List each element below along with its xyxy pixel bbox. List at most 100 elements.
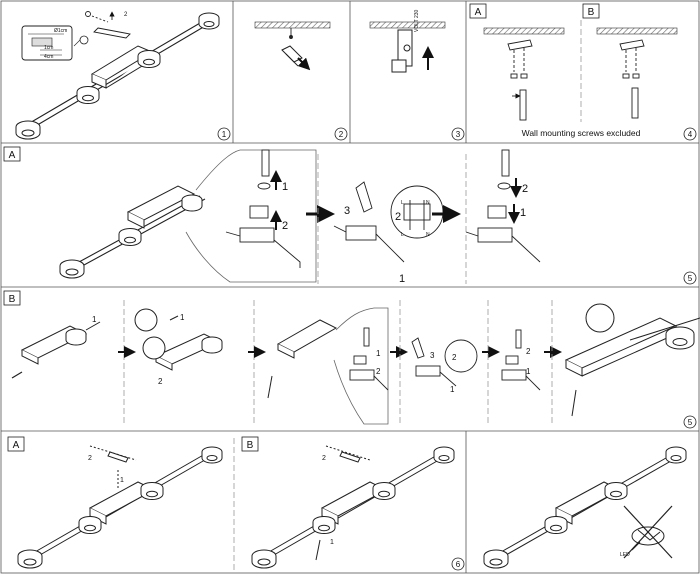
step-num: 2	[322, 455, 326, 462]
step-num: 1	[282, 181, 288, 193]
spot-light-1	[15, 120, 41, 140]
step-number-badge: 3	[451, 127, 465, 141]
terminal-label: N	[426, 200, 430, 206]
step-num: 1	[376, 349, 381, 358]
luminaire-b	[251, 445, 455, 569]
step-num: 2	[522, 183, 528, 195]
canopy-box	[126, 185, 196, 229]
variant-a-label: A	[13, 440, 20, 451]
spot-light-3	[181, 194, 203, 212]
panel-5b: B 1 1 2	[3, 290, 700, 429]
panel-2: 2	[254, 21, 348, 141]
step-num: 2	[376, 367, 381, 376]
step-number-badge: 6	[451, 557, 465, 571]
final-assembly	[564, 303, 700, 417]
led-label: LED	[620, 552, 630, 558]
step-number-badge: 5	[683, 415, 697, 429]
step-num: 1	[180, 313, 185, 322]
step-number-badge: 2	[334, 127, 348, 141]
step-num: 2	[88, 455, 92, 462]
inset-detail: Ø1cm 1cm 4cm	[21, 25, 89, 61]
canopy-box	[267, 319, 338, 399]
step-number: 4	[688, 130, 693, 139]
spot-light-3	[137, 50, 161, 68]
connection-step-2	[333, 181, 444, 263]
spot-light-2	[76, 86, 100, 104]
connection-mini	[349, 327, 389, 391]
connection-step-1	[225, 149, 301, 268]
canopy-box	[20, 321, 101, 365]
inset-dimension-b: 4cm	[44, 54, 53, 60]
led-no-replace-icon	[623, 505, 673, 559]
step-num: 1	[520, 207, 526, 219]
step-num: 3	[344, 205, 350, 217]
step-number-badge: 1	[217, 127, 231, 141]
luminaire-final	[483, 446, 687, 569]
step-num: 2	[526, 347, 531, 356]
step-number: 5	[688, 418, 693, 427]
step-num: 1	[399, 273, 405, 285]
ceiling-hatch	[369, 21, 446, 29]
variant-label: A	[9, 150, 16, 161]
step-number-badge: 4	[683, 127, 697, 141]
variant-a-box	[469, 3, 487, 19]
spot-light-2	[118, 228, 142, 246]
variant-box	[3, 290, 21, 306]
drill-bit	[289, 28, 293, 39]
mount-assembly-b	[619, 39, 645, 119]
step-number: 3	[456, 130, 461, 139]
step-num: 1	[450, 385, 455, 394]
step-num: 1	[526, 367, 531, 376]
variant-a-label: A	[475, 7, 482, 18]
caption-text: Wall mounting screws excluded	[522, 128, 641, 138]
step-number: 2	[339, 130, 344, 139]
callout-outline	[185, 149, 317, 283]
luminaire-a	[17, 445, 223, 569]
inset-dimension-a: 1cm	[44, 45, 53, 51]
terminal-label: L	[401, 232, 404, 238]
step-number: 6	[456, 560, 461, 569]
step-number-badge: 5	[683, 271, 697, 285]
variant-b-box	[241, 436, 259, 452]
step-num: 2	[452, 353, 457, 362]
terminal-label: L	[401, 200, 404, 206]
spot-light-1	[59, 259, 85, 279]
variant-box	[3, 146, 21, 162]
mounting-bracket	[85, 11, 131, 39]
variant-b-label: B	[247, 440, 254, 451]
step-num: 1	[120, 477, 124, 484]
inset-dimension-top: Ø1cm	[54, 28, 67, 34]
variant-b-box	[582, 3, 600, 19]
step-num: 1	[92, 315, 97, 324]
screw	[11, 371, 23, 379]
step-arrow-number: 2	[124, 12, 128, 18]
panel-4: A B Wall mounting screws excluded	[469, 3, 697, 141]
panel-6: A B 2 1	[7, 436, 687, 571]
variant-b-label: B	[588, 7, 595, 18]
variant-a-box	[7, 436, 25, 452]
voltage-tester	[391, 29, 413, 73]
panel-1: 2 Ø1cm 1cm 4cm 1	[15, 11, 231, 141]
ceiling-hatch	[254, 21, 331, 29]
panel-3: VOLT 230 3	[369, 9, 465, 141]
step-number: 1	[222, 130, 227, 139]
step-num: 2	[395, 211, 401, 223]
mount-assembly-a	[507, 39, 533, 121]
step-num: 2	[282, 220, 288, 232]
step-number: 5	[688, 274, 693, 283]
spot-light-4	[198, 12, 220, 30]
callout-outline	[333, 307, 389, 425]
connection-mini-3	[501, 329, 541, 391]
step-num: 3	[430, 351, 435, 360]
step-num: 2	[158, 377, 163, 386]
device-label: VOLT 230	[414, 9, 420, 32]
ceiling-hatch-a	[483, 27, 565, 35]
ceiling-hatch-b	[596, 27, 678, 35]
dowel-plug	[281, 45, 303, 67]
insert-arrow	[297, 57, 311, 71]
connection-mini-2	[411, 337, 478, 387]
panel-5a: A 1 2	[3, 146, 697, 285]
canopy-box	[134, 308, 223, 371]
